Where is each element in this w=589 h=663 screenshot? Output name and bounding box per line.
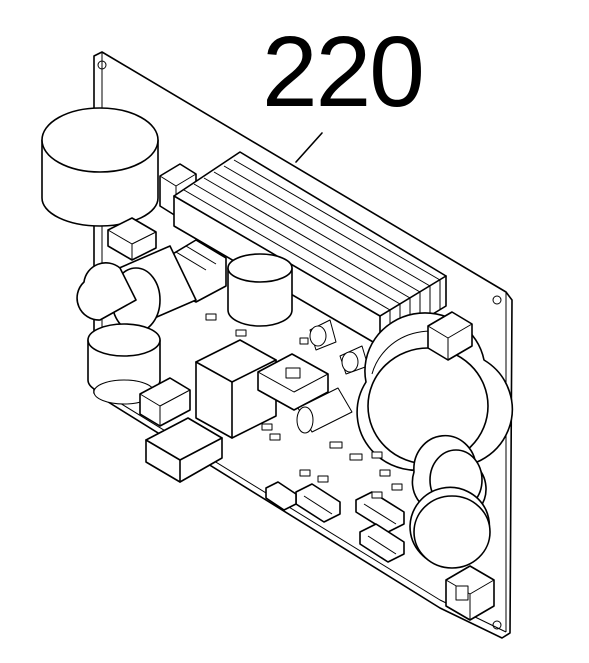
small-capacitor-3 bbox=[339, 345, 369, 375]
smd-components bbox=[205, 313, 403, 499]
mounting-hole-right bbox=[492, 295, 502, 305]
capacitor-lower-left bbox=[87, 323, 161, 405]
part-reference-number: 220 bbox=[262, 16, 425, 128]
mounting-hole-top-left bbox=[97, 60, 107, 70]
small-capacitor-2 bbox=[309, 319, 337, 351]
capacitor-horizontal bbox=[76, 245, 197, 333]
connector-bottom-right bbox=[445, 565, 495, 621]
mounting-hole-bottom-right bbox=[492, 620, 502, 630]
leader-line bbox=[295, 132, 323, 163]
terminal-block-bottom bbox=[145, 417, 223, 483]
heat-sink bbox=[165, 151, 447, 347]
capacitor-top-left bbox=[41, 107, 159, 227]
capacitor-lower-right bbox=[409, 486, 491, 569]
capacitor-large-right bbox=[356, 312, 514, 472]
transformer bbox=[195, 339, 277, 439]
small-capacitor-1 bbox=[296, 387, 353, 434]
terminal-block-left bbox=[107, 217, 157, 261]
pin-header-4 bbox=[265, 481, 297, 511]
connector-top-right bbox=[427, 311, 473, 361]
capacitor-center bbox=[227, 253, 293, 327]
connector-lower-left bbox=[139, 377, 191, 427]
power-transistor bbox=[257, 353, 329, 411]
pin-header-2 bbox=[359, 523, 405, 563]
